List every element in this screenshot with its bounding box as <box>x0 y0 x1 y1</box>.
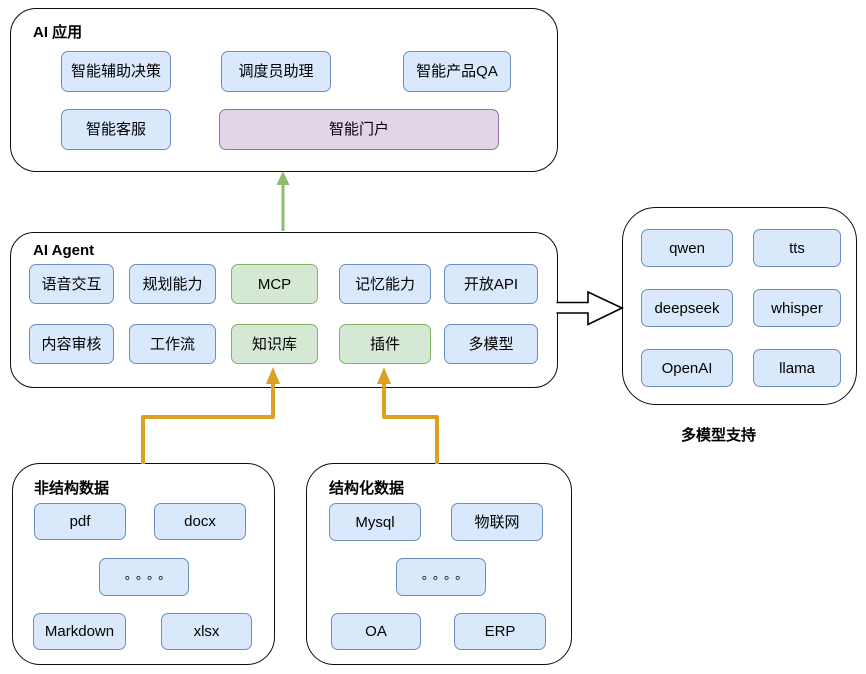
node-open-api: 开放API <box>444 264 538 304</box>
node-memory-capability: 记忆能力 <box>339 264 431 304</box>
group-unstructured-data: 非结构数据 pdf docx ∘∘∘∘ Markdown xlsx <box>12 463 275 665</box>
node-dispatcher-assistant: 调度员助理 <box>221 51 331 92</box>
group-models: qwen tts deepseek whisper OpenAI llama <box>622 207 857 405</box>
node-openai: OpenAI <box>641 349 733 387</box>
arrow-agent-to-app <box>276 171 290 231</box>
node-pdf: pdf <box>34 503 126 540</box>
node-smart-portal: 智能门户 <box>219 109 499 150</box>
node-xlsx: xlsx <box>161 613 252 650</box>
node-smart-decision-support: 智能辅助决策 <box>61 51 171 92</box>
node-mcp: MCP <box>231 264 318 304</box>
group-ai-agent-title: AI Agent <box>33 242 95 259</box>
node-docx: docx <box>154 503 246 540</box>
node-qwen: qwen <box>641 229 733 267</box>
node-mysql: Mysql <box>329 503 421 541</box>
node-tts: tts <box>753 229 841 267</box>
node-unstructured-more-dots: ∘∘∘∘ <box>99 558 189 596</box>
group-ai-agent: AI Agent 语音交互 规划能力 MCP 记忆能力 开放API 内容审核 工… <box>10 232 558 388</box>
group-structured-data: 结构化数据 Mysql 物联网 ∘∘∘∘ OA ERP <box>306 463 572 665</box>
node-structured-more-dots: ∘∘∘∘ <box>396 558 486 596</box>
group-ai-applications-title: AI 应用 <box>33 24 83 41</box>
group-structured-data-title: 结构化数据 <box>329 480 405 497</box>
group-ai-applications: AI 应用 智能辅助决策 调度员助理 智能产品QA 智能客服 智能门户 <box>10 8 558 172</box>
node-iot: 物联网 <box>451 503 543 541</box>
node-llama: llama <box>753 349 841 387</box>
arrow-agent-to-models <box>556 290 624 326</box>
node-multi-model: 多模型 <box>444 324 538 364</box>
models-caption: 多模型支持 <box>681 427 757 444</box>
node-workflow: 工作流 <box>129 324 216 364</box>
node-erp: ERP <box>454 613 546 650</box>
node-knowledge-base: 知识库 <box>231 324 318 364</box>
node-plugin: 插件 <box>339 324 431 364</box>
node-smart-product-qa: 智能产品QA <box>403 51 511 92</box>
node-oa: OA <box>331 613 421 650</box>
node-content-review: 内容审核 <box>29 324 114 364</box>
node-planning-capability: 规划能力 <box>129 264 216 304</box>
node-voice-interaction: 语音交互 <box>29 264 114 304</box>
node-deepseek: deepseek <box>641 289 733 327</box>
group-unstructured-data-title: 非结构数据 <box>34 480 110 497</box>
node-markdown: Markdown <box>33 613 126 650</box>
node-smart-customer-service: 智能客服 <box>61 109 171 150</box>
node-whisper: whisper <box>753 289 841 327</box>
